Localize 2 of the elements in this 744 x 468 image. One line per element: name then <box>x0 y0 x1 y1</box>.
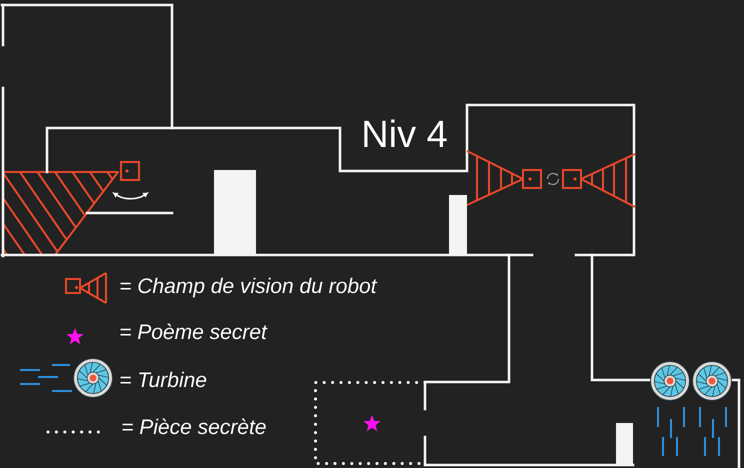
legend-text: = Turbine <box>120 372 206 388</box>
title: Niv 4 <box>364 119 447 147</box>
